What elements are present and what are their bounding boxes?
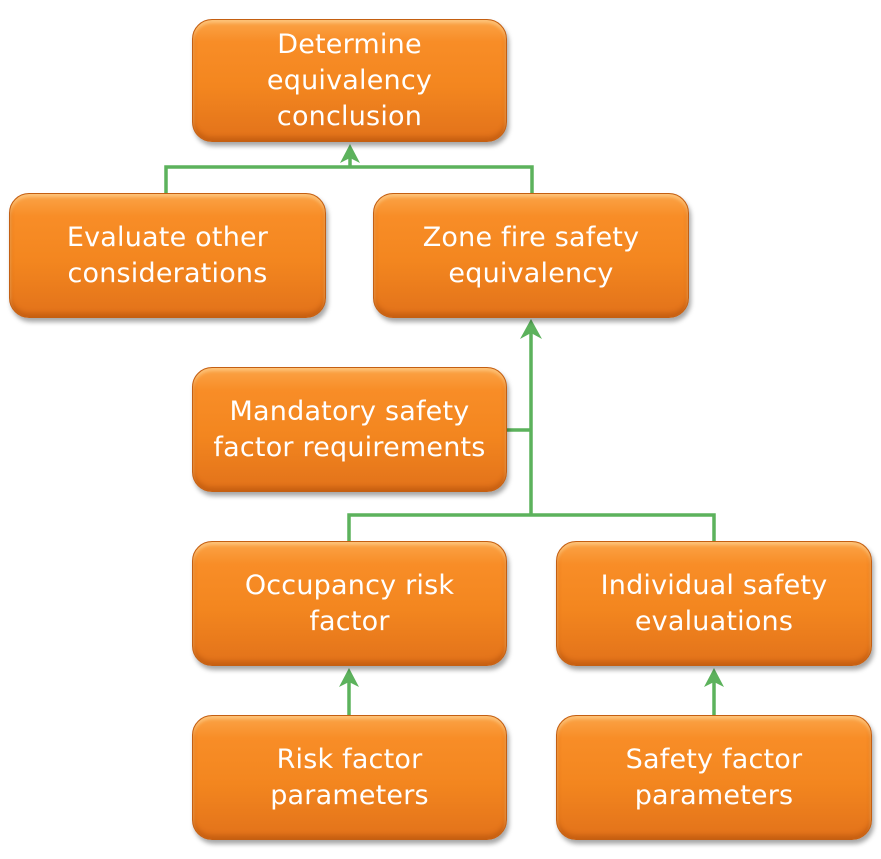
node-label: Occupancy risk factor [244, 569, 455, 637]
connector-occupancy-risk-to-zone-fire [347, 513, 531, 541]
node-label: Mandatory safety factor requirements [213, 395, 486, 463]
node-label: Zone fire safety equivalency [422, 221, 640, 289]
node-determine-equivalency-conclusion[interactable]: Determine equivalency conclusion [192, 19, 507, 142]
connector-individual-safety-to-zone-fire [531, 513, 716, 541]
arrowhead-to-individual-safety [704, 668, 724, 687]
node-label: Risk factor parameters [270, 743, 429, 811]
node-label: Determine equivalency conclusion [266, 28, 433, 132]
arrowhead-to-determine [340, 144, 360, 163]
node-mandatory-safety-factor-requirements[interactable]: Mandatory safety factor requirements [192, 367, 507, 492]
connector-evaluate-other-to-determine [164, 165, 350, 193]
node-label: Individual safety evaluations [600, 569, 828, 637]
node-safety-factor-parameters[interactable]: Safety factor parameters [556, 715, 872, 840]
connector-zone-fire-to-determine [350, 165, 534, 193]
node-individual-safety-evaluations[interactable]: Individual safety evaluations [556, 541, 872, 666]
node-occupancy-risk-factor[interactable]: Occupancy risk factor [192, 541, 507, 666]
node-label: Evaluate other considerations [66, 221, 269, 289]
node-label: Safety factor parameters [625, 743, 803, 811]
node-risk-factor-parameters[interactable]: Risk factor parameters [192, 715, 507, 840]
node-zone-fire-safety-equivalency[interactable]: Zone fire safety equivalency [373, 193, 689, 318]
arrowhead-to-occupancy-risk [339, 668, 359, 687]
node-evaluate-other-considerations[interactable]: Evaluate other considerations [9, 193, 326, 318]
arrowhead-to-zone-fire [520, 319, 542, 339]
